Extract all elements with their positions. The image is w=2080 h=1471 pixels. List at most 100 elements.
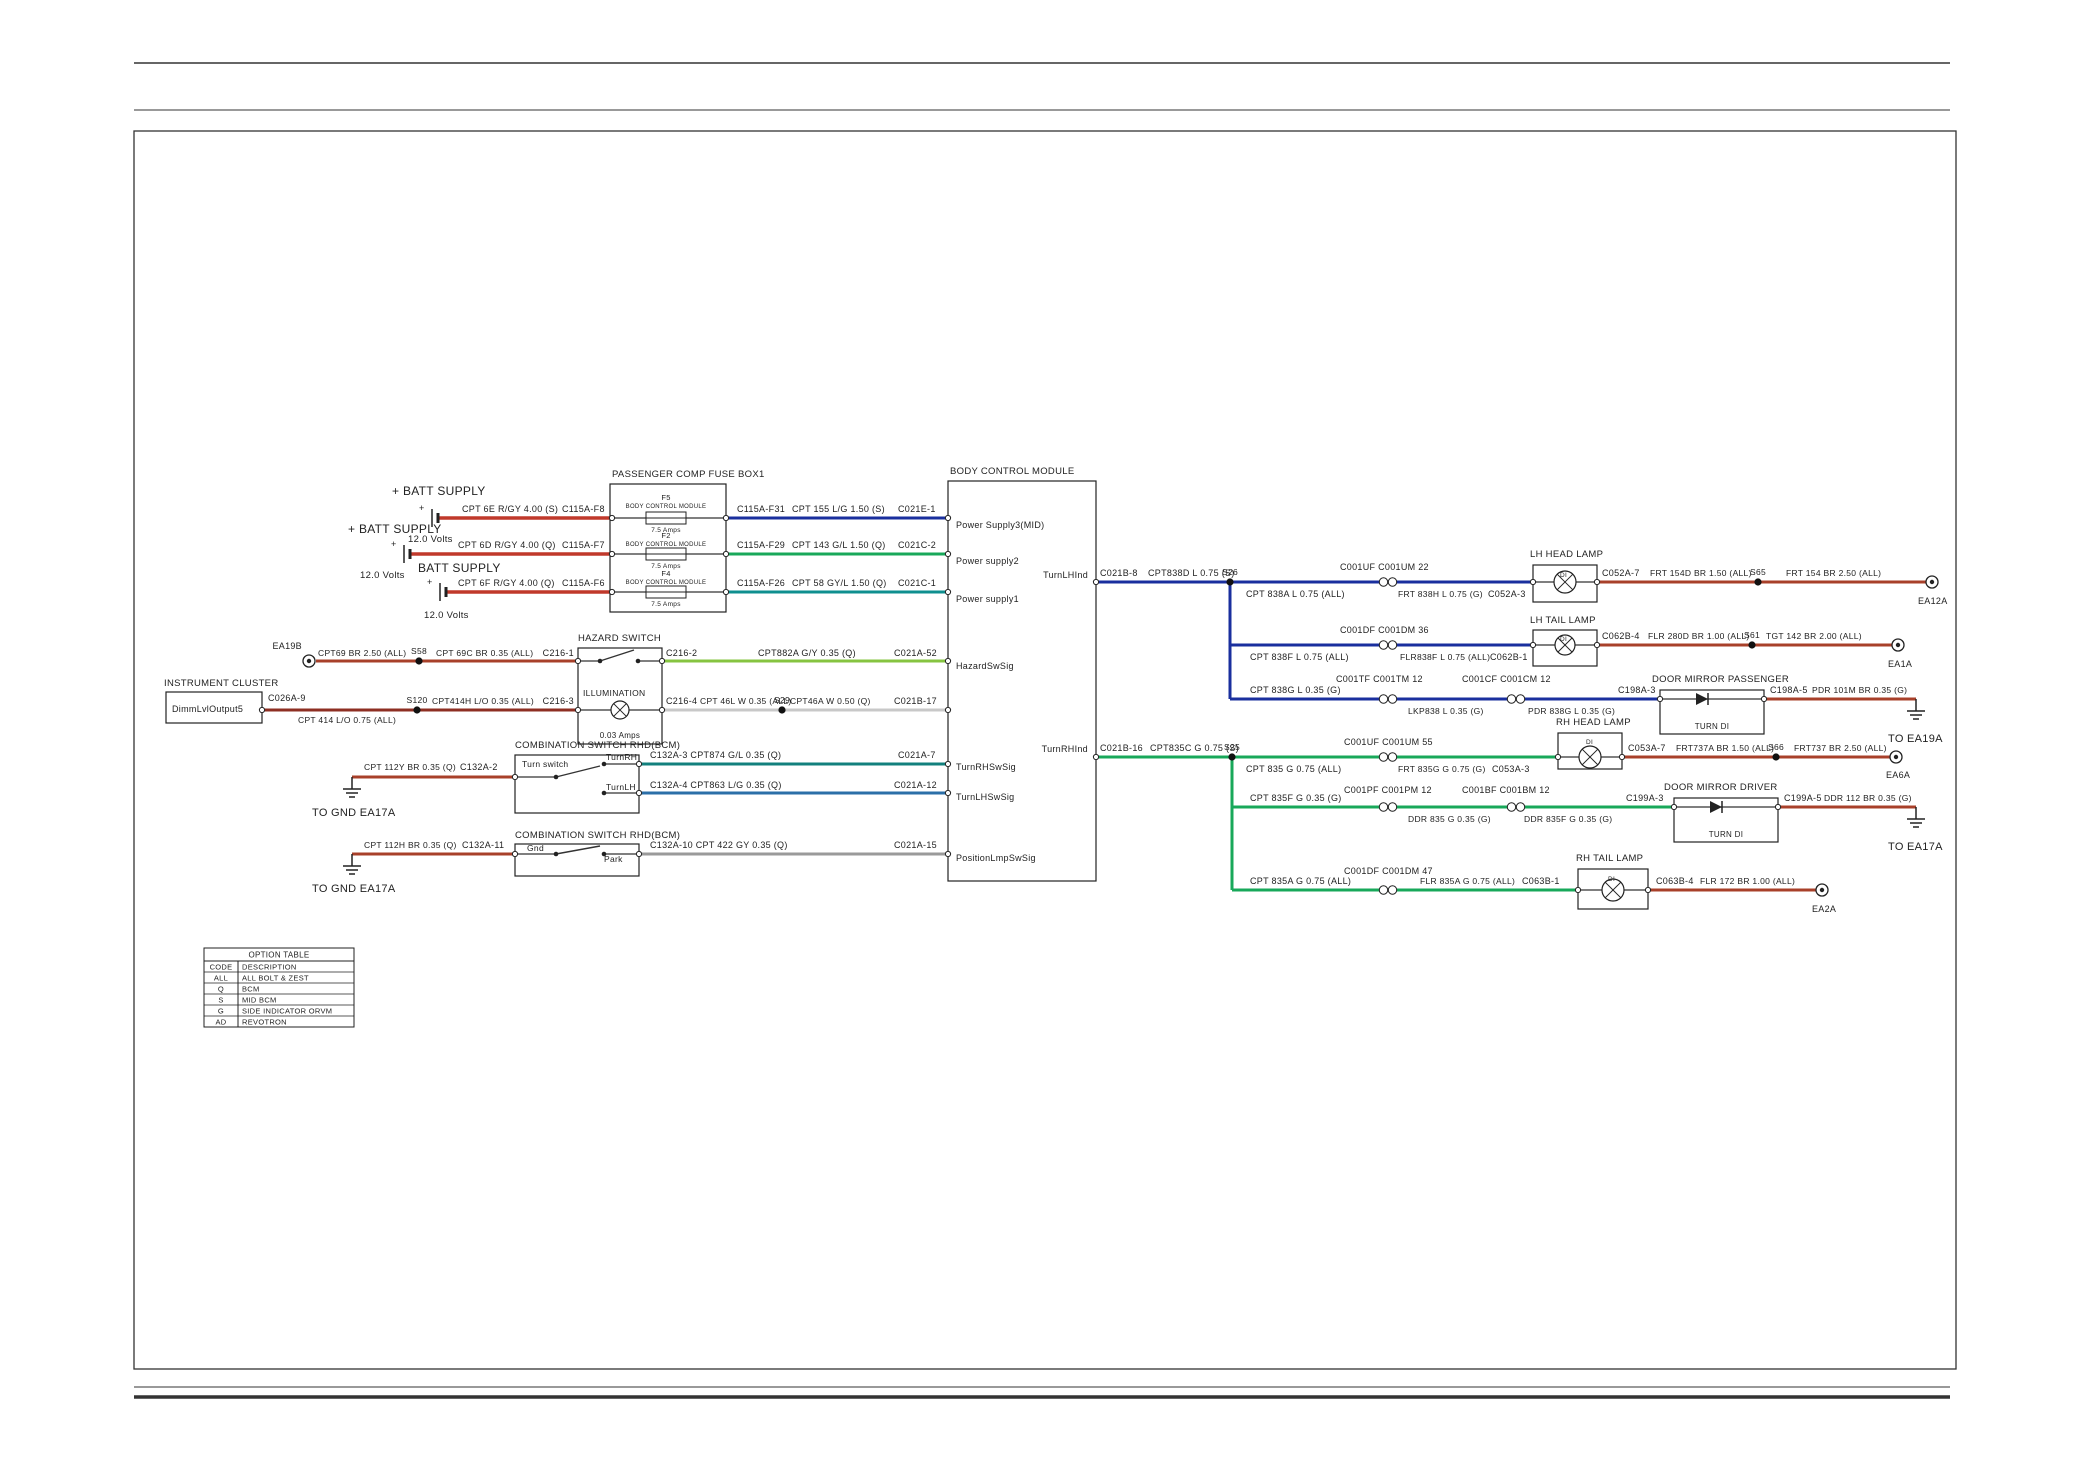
pin-connector-icon (258, 706, 266, 714)
label: DDR 112 BR 0.35 (G) (1824, 793, 1912, 803)
label: C199A-5 (1784, 793, 1822, 803)
label: C001BF C001BM 12 (1462, 785, 1550, 795)
label: BODY CONTROL MODULE (950, 466, 1074, 477)
label: C021A-52 (894, 648, 937, 658)
label: C132A-3 CPT874 G/L 0.35 (Q) (650, 750, 781, 760)
label: DOOR MIRROR PASSENGER (1652, 674, 1789, 685)
label: CPT 58 GY/L 1.50 (Q) (792, 578, 887, 588)
door-mirror-driver-box (1673, 797, 1779, 843)
pin-connector-icon (1554, 753, 1562, 761)
label: C001TF C001TM 12 (1336, 674, 1423, 684)
splice-label: S65 (1750, 567, 1766, 577)
label: EA6A (1886, 770, 1910, 780)
switch-contact-icon (601, 790, 607, 796)
switch-contact-icon (553, 851, 559, 857)
label: C052A-3 (1488, 589, 1526, 599)
label: CPT 6D R/GY 4.00 (Q) (458, 540, 556, 550)
combination-switch-1-box (514, 754, 640, 814)
label: COMBINATION SWITCH RHD(BCM) (515, 830, 680, 841)
label: DI (1586, 739, 1593, 746)
label: C132A-11 (462, 840, 504, 850)
label: RH HEAD LAMP (1556, 717, 1631, 728)
lamp-icon (1581, 748, 1599, 766)
option-description: REVOTRON (242, 1018, 287, 1027)
label: C198A-3 (1618, 685, 1656, 695)
label: Power Supply3(MID) (956, 520, 1044, 530)
label: CPT 6E R/GY 4.00 (S) (462, 504, 558, 514)
pin-connector-icon (1574, 886, 1582, 894)
combination-switch-2-box (514, 843, 640, 877)
label: FRT737A BR 1.50 (ALL) (1676, 743, 1774, 753)
pin-connector-icon (658, 706, 666, 714)
inline-connector-icon (1378, 752, 1389, 762)
label: + BATT SUPPLY (392, 484, 486, 498)
splice-label: S26 (1222, 567, 1238, 577)
label: C115A-F29 (737, 540, 785, 550)
option-code: G (218, 1007, 224, 1016)
label: F2 (661, 531, 670, 540)
splice-label: S25 (1224, 742, 1240, 752)
label: C021C-2 (898, 540, 936, 550)
label: C021B-17 (894, 696, 937, 706)
label: FRT 835G G 0.75 (G) (1398, 764, 1486, 774)
option-code: S (218, 996, 223, 1005)
diode-icon (1696, 693, 1708, 705)
label: 12.0 Volts (408, 534, 453, 545)
pin-connector-icon (944, 706, 952, 714)
pin-connector-icon (1092, 753, 1100, 761)
label: TO GND EA17A (312, 807, 396, 819)
label: FRT 838H L 0.75 (G) (1398, 589, 1483, 599)
label: FRT 154 BR 2.50 (ALL) (1786, 568, 1881, 578)
label: DimmLvlOutput5 (172, 704, 243, 714)
label: C021A-15 (894, 840, 937, 850)
battery-plus-icon: + (391, 539, 397, 549)
wire-comb2-sw-blade (555, 845, 601, 855)
door-mirror-passenger-box (1659, 689, 1765, 735)
label: TO EA17A (1888, 841, 1943, 853)
label: CPT 112Y BR 0.35 (Q) (364, 762, 456, 772)
label: C216-3 (543, 696, 574, 706)
pin-connector-icon (1593, 641, 1601, 649)
label: C021B-8 (1100, 568, 1138, 578)
label: Park (604, 854, 623, 864)
label: + BATT SUPPLY (348, 522, 442, 536)
label: C115A-F26 (737, 578, 785, 588)
label: 12.0 Volts (424, 610, 469, 621)
splice-S61 (1748, 641, 1756, 649)
pin-connector-icon (1656, 695, 1664, 703)
pin-connector-icon (608, 550, 616, 558)
lamp-icon (1556, 573, 1574, 591)
label: EA1A (1888, 659, 1912, 669)
inline-connector-icon (1378, 885, 1389, 895)
diagram-border (133, 130, 1957, 1370)
ring-terminal-icon (1893, 754, 1899, 760)
label: CPT 835 G 0.75 (ALL) (1246, 764, 1341, 774)
label: CPT 46L W 0.35 (ALL) (700, 696, 792, 706)
pin-connector-icon (1670, 803, 1678, 811)
label: Power supply2 (956, 556, 1019, 566)
label: C216-4 (666, 696, 697, 706)
pin-connector-icon (511, 850, 519, 858)
label: C199A-3 (1626, 793, 1664, 803)
label: C021B-16 (1100, 743, 1143, 753)
pin-connector-icon (944, 850, 952, 858)
option-description: SIDE INDICATOR ORVM (242, 1007, 332, 1016)
pin-connector-icon (1593, 578, 1601, 586)
switch-contact-icon (635, 658, 641, 664)
label: C216-1 (543, 648, 574, 658)
label: FLR 835A G 0.75 (ALL) (1420, 876, 1515, 886)
label: EA12A (1918, 596, 1948, 606)
label: DI (1608, 876, 1615, 883)
label: DI (1560, 636, 1567, 643)
label: C063B-4 (1656, 876, 1694, 886)
splice-S58 (415, 657, 423, 665)
option-code: ALL (214, 974, 228, 983)
pin-connector-icon (635, 789, 643, 797)
diode-icon (1710, 801, 1722, 813)
label: CPT 155 L/G 1.50 (S) (792, 504, 885, 514)
label: C053A-3 (1492, 764, 1530, 774)
label: C132A-10 CPT 422 GY 0.35 (Q) (650, 840, 788, 850)
pin-connector-icon (1529, 578, 1537, 586)
inline-connector-icon (1387, 640, 1398, 650)
inline-connector-icon (1387, 694, 1398, 704)
